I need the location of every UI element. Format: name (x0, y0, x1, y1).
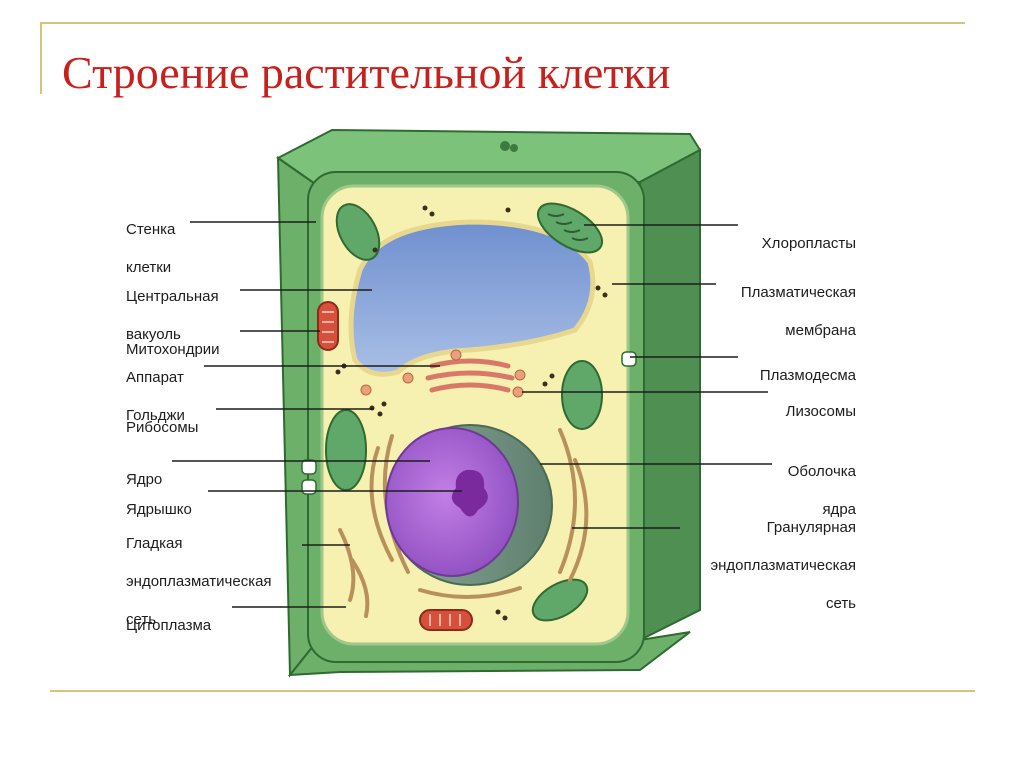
mitochondria (317, 301, 473, 631)
label-plasmodesma: Плазмодесма (760, 347, 856, 404)
chloroplasts (325, 202, 603, 622)
label-plasma-membrane-line1: Плазматическая (740, 284, 856, 301)
label-rough-er-line1: Гранулярная (766, 519, 856, 536)
label-nuclear-envelope-line1: Оболочка (787, 463, 856, 480)
label-rough-er-line2: эндоплазматическая (710, 557, 856, 574)
label-chloroplasts: Хлоропласты (762, 215, 856, 272)
label-chloroplasts-line1: Хлоропласты (761, 235, 856, 252)
label-rough-er: Гранулярная эндоплазматическая сеть (710, 499, 856, 632)
label-plasmodesma-line1: Плазмодесма (759, 367, 856, 384)
label-golgi-line2: Гольджи (126, 407, 185, 424)
label-golgi: Аппарат Гольджи (126, 349, 185, 444)
nucleus (385, 427, 519, 577)
slide-title: Строение растительной клетки (62, 47, 671, 98)
central-vacuole (348, 219, 596, 377)
label-cytoplasm-line1: Цитоплазма (126, 617, 212, 634)
label-plasma-membrane: Плазматическая мембрана (741, 264, 856, 359)
label-nucleus-line1: Ядро (126, 471, 163, 488)
label-mitochondria: Митохондрии (126, 321, 220, 378)
label-central-vacuole-line1: Центральная (126, 288, 219, 305)
label-cell-wall-line2: клетки (126, 259, 172, 276)
label-lysosomes-line1: Лизосомы (785, 403, 856, 420)
frame-bottom-line (50, 690, 975, 692)
label-nucleus: Ядро (126, 451, 162, 508)
label-smooth-er: Гладкая эндоплазматическая сеть (126, 515, 272, 648)
label-cell-wall-line1: Стенка (126, 221, 176, 238)
label-lysosomes: Лизосомы (786, 383, 856, 440)
label-smooth-er-line2: эндоплазматическая (126, 573, 272, 590)
label-cell-wall: Стенка клетки (126, 201, 175, 296)
label-nucleolus: Ядрышко (126, 481, 192, 538)
label-nucleolus-line1: Ядрышко (126, 501, 192, 518)
lysosomes (360, 349, 526, 398)
plasmodesma (301, 351, 637, 495)
label-smooth-er-line1: Гладкая (126, 535, 183, 552)
label-cytoplasm: Цитоплазма (126, 597, 211, 654)
label-rough-er-line3: сеть (825, 595, 856, 612)
golgi-apparatus (425, 358, 515, 393)
nucleolus (451, 469, 488, 517)
label-mitochondria-line1: Митохондрии (126, 341, 220, 358)
label-central-vacuole: Центральная вакуоль (126, 268, 219, 363)
label-golgi-line1: Аппарат (126, 369, 184, 386)
label-nuclear-envelope: Оболочка ядра (788, 443, 856, 538)
label-ribosomes: Рибосомы (126, 399, 198, 456)
label-smooth-er-line3: сеть (126, 611, 157, 628)
label-nuclear-envelope-line2: ядра (822, 501, 856, 518)
frame-top-line (40, 22, 965, 24)
leader-lines (172, 221, 772, 608)
label-ribosomes-line1: Рибосомы (126, 419, 199, 436)
label-plasma-membrane-line2: мембрана (785, 322, 856, 339)
frame-left-line (40, 22, 42, 94)
label-central-vacuole-line2: вакуоль (126, 326, 181, 343)
